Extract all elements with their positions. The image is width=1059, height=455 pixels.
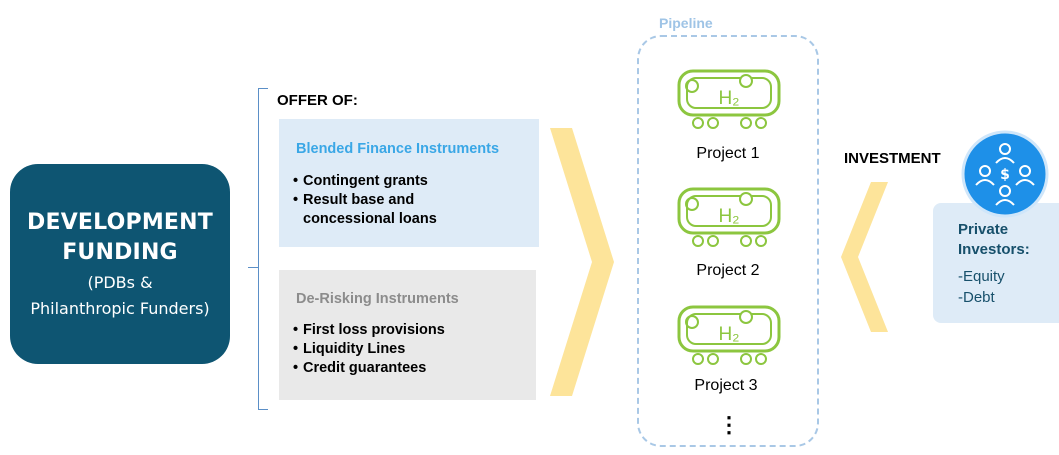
h2-label: H₂ bbox=[718, 206, 739, 227]
development-funding-box: DEVELOPMENT FUNDING (PDBs & Philanthropi… bbox=[10, 164, 230, 364]
investment-label: INVESTMENT bbox=[844, 150, 941, 167]
derisking-list: First loss provisions Liquidity Lines Cr… bbox=[293, 321, 445, 378]
blended-finance-list: Contingent grants Result base and conces… bbox=[293, 172, 437, 229]
list-item: First loss provisions bbox=[293, 321, 445, 340]
project-1-label: Project 1 bbox=[696, 145, 760, 162]
derisking-box: De-Risking Instruments First loss provis… bbox=[279, 270, 536, 400]
pipeline-label: Pipeline bbox=[657, 15, 715, 31]
more-projects-ellipsis: ⋮ bbox=[718, 412, 740, 437]
investors-money-icon: $ bbox=[961, 130, 1049, 218]
list-item: Contingent grants bbox=[293, 172, 437, 191]
list-item: -Equity bbox=[958, 268, 1005, 285]
dev-title-line2: FUNDING bbox=[62, 240, 178, 265]
h2-label: H₂ bbox=[718, 324, 739, 345]
chevron-right-arrow-icon bbox=[550, 128, 614, 396]
dev-subtitle-line1: (PDBs & bbox=[87, 273, 153, 292]
investors-title: Private Investors: bbox=[958, 220, 1030, 260]
offer-label: OFFER OF: bbox=[277, 92, 358, 109]
private-investors-box: Private Investors: -Equity -Debt bbox=[933, 203, 1059, 323]
derisking-title: De-Risking Instruments bbox=[296, 291, 459, 307]
hydrogen-tank-icon: H₂ bbox=[677, 69, 781, 129]
project-2-label: Project 2 bbox=[696, 262, 760, 279]
list-item: Liquidity Lines bbox=[293, 340, 445, 359]
dev-subtitle-line2: Philanthropic Funders) bbox=[30, 299, 210, 318]
list-item: Result base and bbox=[293, 191, 437, 210]
project-3-label: Project 3 bbox=[694, 377, 758, 394]
list-item: Credit guarantees bbox=[293, 359, 445, 378]
chevron-left-arrow-icon bbox=[841, 182, 888, 332]
bracket-middle-tick bbox=[248, 267, 258, 268]
bracket-bottom-tick bbox=[258, 409, 268, 410]
list-item: -Debt bbox=[958, 289, 995, 306]
bracket-top-tick bbox=[258, 88, 268, 89]
list-item-continuation: concessional loans bbox=[303, 211, 437, 227]
h2-label: H₂ bbox=[718, 88, 739, 109]
hydrogen-tank-icon: H₂ bbox=[677, 187, 781, 247]
hydrogen-tank-icon: H₂ bbox=[677, 305, 781, 365]
pipeline-container bbox=[637, 35, 819, 447]
svg-text:$: $ bbox=[1000, 167, 1010, 183]
investors-title-line2: Investors: bbox=[958, 241, 1030, 258]
investors-title-line1: Private bbox=[958, 221, 1009, 238]
investors-list: -Equity -Debt bbox=[958, 266, 1005, 308]
blended-finance-title: Blended Finance Instruments bbox=[296, 141, 500, 157]
blended-finance-box: Blended Finance Instruments Contingent g… bbox=[279, 119, 539, 247]
dev-title-line1: DEVELOPMENT bbox=[27, 210, 213, 235]
offer-bracket bbox=[258, 88, 259, 410]
